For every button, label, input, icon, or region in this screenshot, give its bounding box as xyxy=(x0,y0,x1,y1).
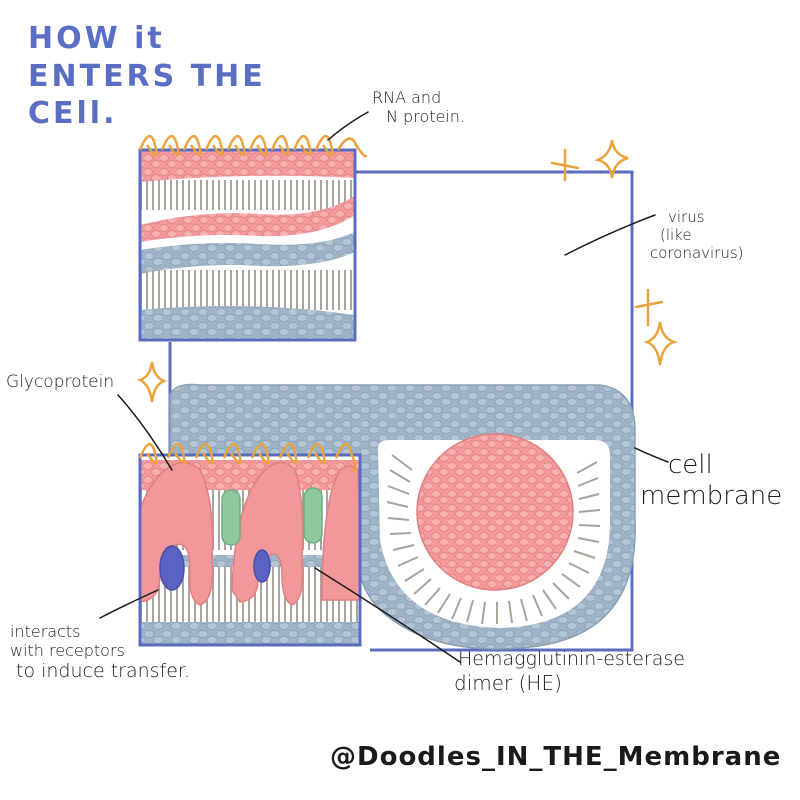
title-line-2: ENTERS THE xyxy=(28,58,266,94)
glyco-coils xyxy=(138,443,357,473)
label-cell-membrane: cell membrane xyxy=(640,450,782,512)
title-line-3: CEll. xyxy=(28,96,118,131)
credit-handle: @Doodles_IN_THE_Membrane xyxy=(330,742,782,772)
sparkle-icon xyxy=(136,139,678,403)
label-he: Hemagglutinin-esterase dimer (HE) xyxy=(454,648,685,695)
label-virus: virus (like coronavirus) xyxy=(650,208,744,262)
label-rna-line1: RNA and xyxy=(372,88,442,107)
spike-protein-zoom xyxy=(138,443,362,647)
label-interacts: interacts with receptors to induce trans… xyxy=(10,622,190,683)
he-dimer-1 xyxy=(221,489,241,546)
cell-membrane xyxy=(169,383,636,650)
label-virus-line3: coronavirus) xyxy=(650,244,744,262)
label-virus-line1: virus xyxy=(668,208,705,226)
label-he-line1: Hemagglutinin-esterase xyxy=(458,648,685,670)
label-interacts-line2: with receptors xyxy=(10,641,125,661)
receptor-2 xyxy=(253,549,271,583)
rna-coils xyxy=(138,135,368,158)
virus-core xyxy=(416,433,574,591)
virus-envelope-zoom xyxy=(138,135,368,342)
label-cell-line1: cell xyxy=(668,450,713,480)
label-glycoprotein: Glycoprotein xyxy=(6,372,115,392)
label-interacts-line1: interacts xyxy=(10,622,81,641)
label-cell-line2: membrane xyxy=(640,481,783,512)
label-rna: RNA and N protein. xyxy=(372,88,465,126)
label-interacts-line3: to induce transfer. xyxy=(16,660,191,683)
label-rna-line2: N protein. xyxy=(386,107,466,127)
diagram-title: HOW it ENTERS THE CEll. xyxy=(28,20,266,133)
title-line-1: HOW it xyxy=(28,21,165,56)
label-he-line2: dimer (HE) xyxy=(454,670,562,695)
label-virus-line2: (like xyxy=(660,226,692,244)
cup-lipid-tails xyxy=(386,454,601,625)
he-dimer-2 xyxy=(303,487,323,544)
receptor-1 xyxy=(159,545,185,591)
leader-lines xyxy=(99,111,669,663)
